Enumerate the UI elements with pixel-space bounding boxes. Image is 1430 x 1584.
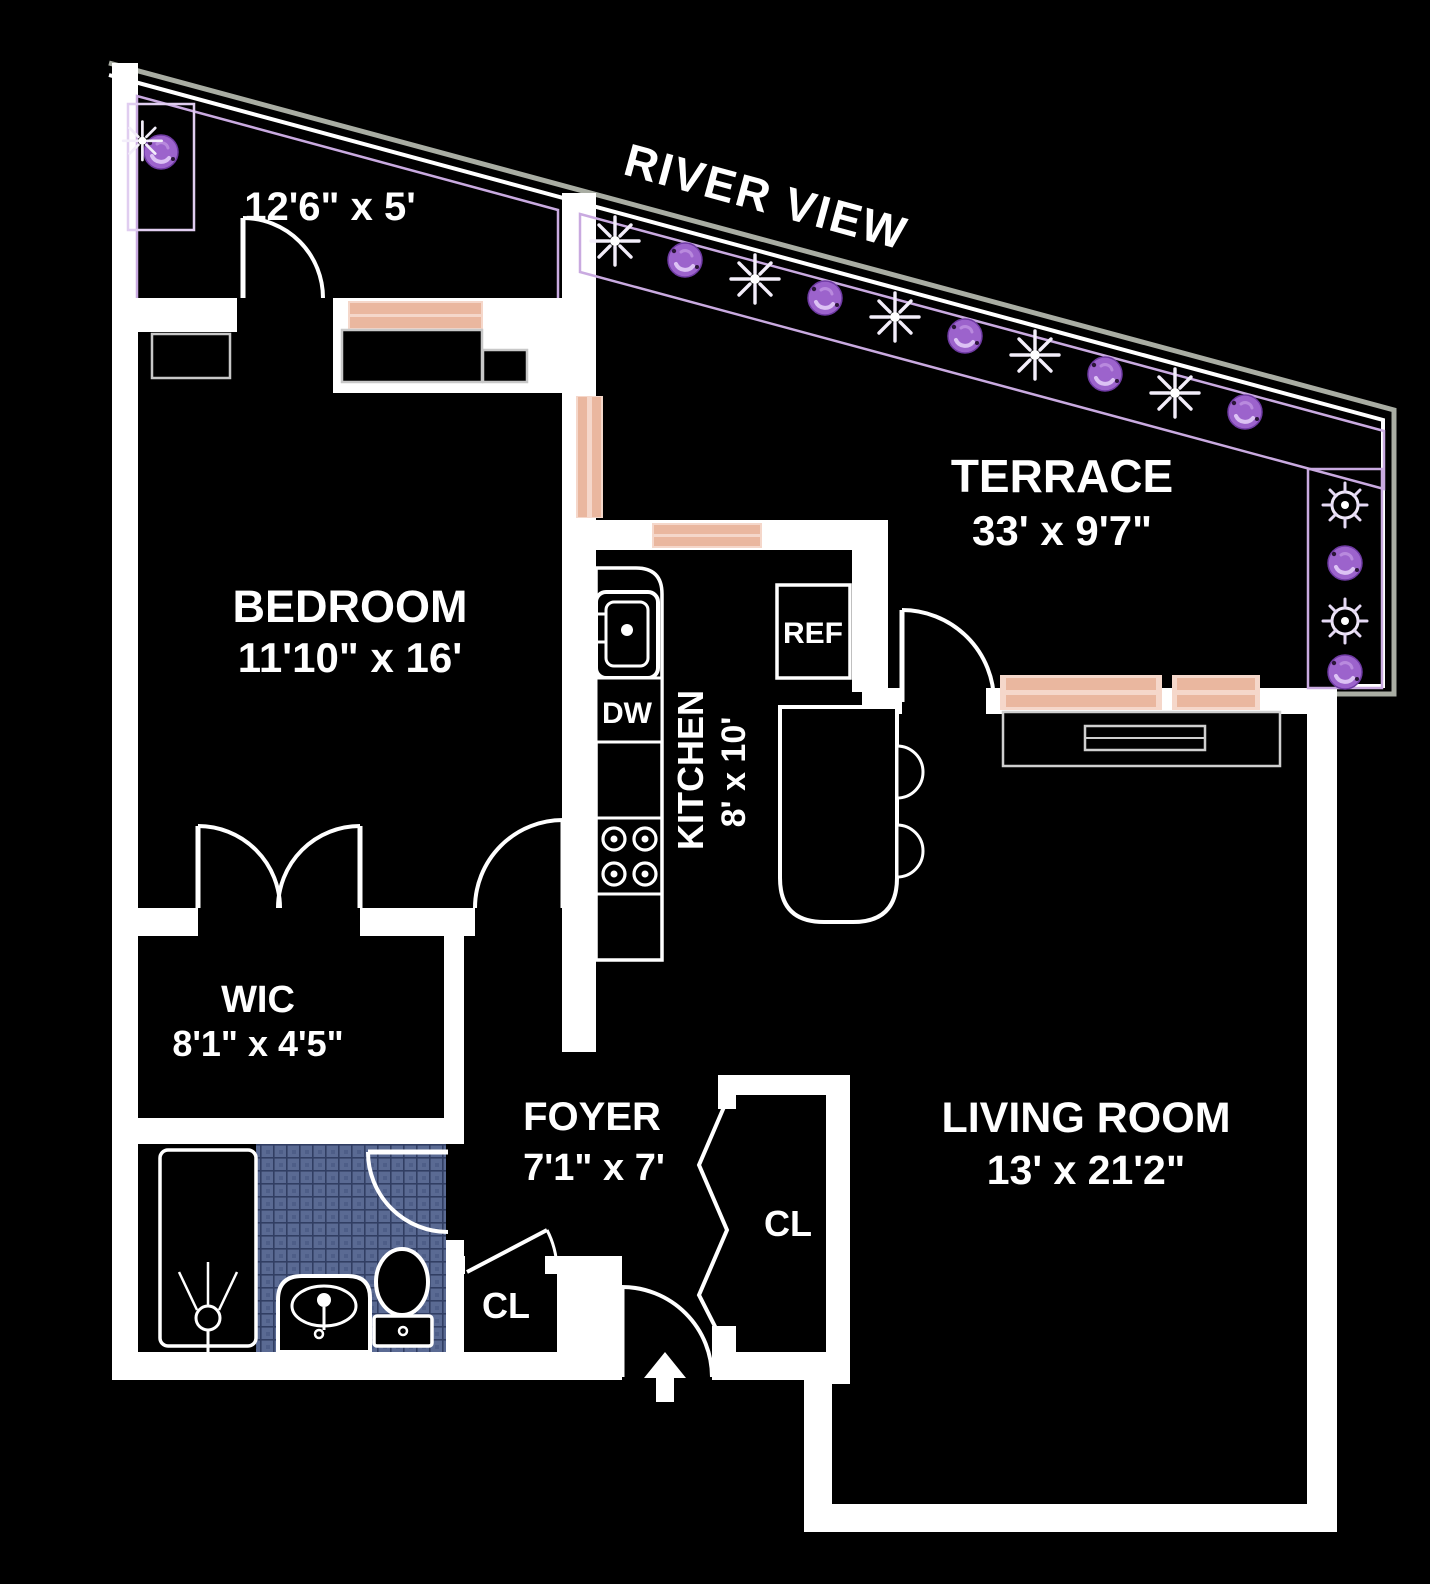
stove-icon (594, 816, 664, 896)
bedroom-dims: 11'10" x 16' (238, 634, 462, 681)
flower-icon (806, 279, 844, 317)
stool-icon (895, 744, 925, 800)
wic-label: WIC (221, 979, 295, 1021)
bathroom (158, 1144, 449, 1354)
vanity-sink-icon (276, 1274, 372, 1354)
bedroom-windows (150, 328, 529, 384)
balcony-dims: 12'6" x 5' (244, 185, 415, 229)
closet-left-label: CL (482, 1285, 530, 1326)
stool-icon (895, 823, 925, 879)
flower-icon (1326, 653, 1364, 691)
refrigerator: REF (775, 583, 852, 680)
flower-icon (1086, 355, 1124, 393)
flower-icon (121, 120, 163, 162)
kitchen-label: KITCHEN (670, 690, 711, 850)
closet-right-bifold-door (696, 1099, 730, 1351)
flower-icon (729, 253, 781, 305)
closet-right-label: CL (764, 1203, 812, 1244)
entry-arrow-icon (644, 1352, 686, 1402)
foyer-dims: 7'1" x 7' (523, 1147, 665, 1189)
kitchen-peninsula (778, 705, 925, 924)
kitchen-counter: DW (594, 566, 664, 962)
dishwasher-label: DW (602, 697, 653, 730)
labels: RIVER VIEW 12'6" x 5' TERRACE 33' x 9'7"… (172, 133, 1230, 1326)
living-room-label: LIVING ROOM (941, 1094, 1230, 1142)
terrace-label: TERRACE (951, 450, 1173, 502)
bedroom-label: BEDROOM (233, 581, 468, 632)
balcony-planter-box (126, 102, 196, 232)
living-room-builtin (1001, 710, 1282, 768)
radiators (576, 396, 1260, 710)
shower-icon (158, 1148, 258, 1352)
flower-icon (666, 241, 704, 279)
flower-icon (1009, 329, 1061, 381)
wic-dims: 8'1" x 4'5" (172, 1023, 343, 1064)
flower-icon (1326, 544, 1364, 582)
refrigerator-label: REF (783, 617, 843, 650)
terrace-planter (578, 212, 1386, 691)
balcony-door (240, 216, 325, 299)
entry-door (619, 1285, 714, 1378)
wic-double-doors (195, 824, 363, 909)
radiator (348, 301, 483, 330)
bedroom-door (473, 818, 566, 909)
flower-icon (869, 291, 921, 343)
balcony (121, 94, 560, 330)
dishwasher: DW (594, 676, 664, 744)
closet-left-door (466, 1228, 559, 1274)
flower-icon (1321, 481, 1369, 529)
flower-icon (1149, 367, 1201, 419)
living-room-dims: 13' x 21'2" (987, 1147, 1186, 1193)
bathroom-door (366, 1149, 449, 1234)
kitchen-dims: 8' x 10' (715, 717, 753, 828)
flower-icon (946, 317, 984, 355)
flower-icon (589, 215, 641, 267)
flower-icon (1226, 393, 1264, 431)
toilet-icon (372, 1247, 434, 1348)
foyer-label: FOYER (523, 1095, 661, 1139)
terrace-dims: 33' x 9'7" (972, 507, 1152, 554)
terrace-door (899, 608, 996, 703)
flower-icon (1321, 597, 1369, 645)
